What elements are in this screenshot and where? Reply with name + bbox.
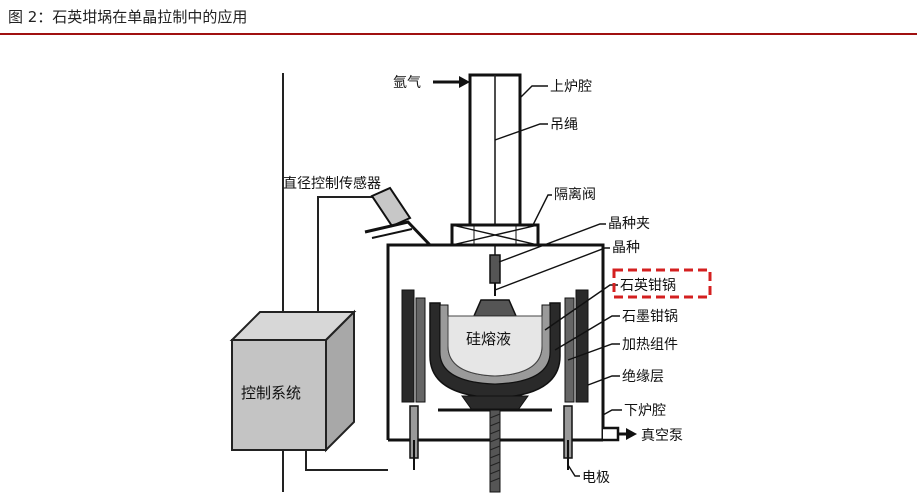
isolation-valve-shape	[450, 223, 540, 247]
label-quartz-crucible: 石英钳锅	[620, 277, 676, 294]
label-seed: 晶种	[612, 240, 640, 256]
label-electrode: 电极	[582, 470, 610, 486]
shaft-threads	[489, 413, 501, 483]
vacuum-arrow-head	[626, 428, 637, 440]
sensor-cable	[317, 196, 380, 318]
seed-chuck-shape	[489, 254, 501, 284]
control-bottom-wire	[305, 450, 388, 471]
silicon-melt-shape	[447, 315, 543, 377]
argon-arrow-head	[459, 76, 470, 88]
label-heater: 加热组件	[622, 337, 678, 353]
chamber-left-wall	[386, 243, 452, 440]
label-insulation: 绝缘层	[622, 369, 664, 385]
crystal-shape	[472, 299, 518, 317]
heater-right	[564, 297, 575, 403]
figure-caption: 图 2：石英坩埚在单晶拉制中的应用	[8, 8, 248, 26]
crucible-shaft	[489, 409, 501, 493]
label-vacuum-pump: 真空泵	[641, 428, 683, 444]
heater-left	[415, 297, 426, 403]
label-isolation-valve: 隔离阀	[554, 186, 596, 203]
caption-divider	[0, 33, 917, 35]
chamber-right-wall	[538, 243, 605, 440]
quartz-crucible-highlight	[612, 268, 712, 299]
label-lower-chamber: 下炉腔	[624, 403, 666, 419]
control-system-box	[229, 309, 357, 453]
label-rope: 吊绳	[550, 117, 578, 133]
diameter-sensor-shape	[364, 186, 432, 247]
label-upper-chamber: 上炉腔	[550, 79, 592, 95]
label-silicon-melt: 硅熔液	[466, 330, 511, 348]
leader-lines	[494, 85, 622, 477]
crucible-pedestal	[461, 395, 529, 411]
vacuum-pipe	[603, 426, 620, 442]
label-control-system: 控制系统	[241, 384, 301, 402]
label-argon: 氩气	[393, 75, 421, 91]
insulation-right	[575, 289, 589, 403]
insulation-left	[401, 289, 415, 403]
label-graphite-crucible: 石墨钳锅	[622, 309, 678, 325]
label-seed-chuck: 晶种夹	[608, 216, 650, 232]
label-diameter-sensor: 直径控制传感器	[283, 175, 381, 192]
